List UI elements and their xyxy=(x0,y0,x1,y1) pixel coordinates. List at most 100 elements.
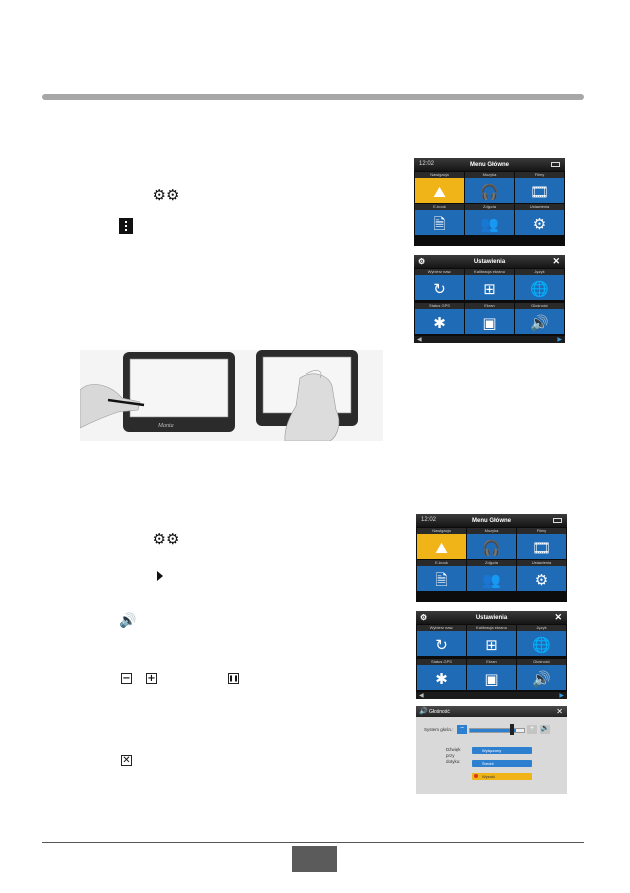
document-icon: 🗎 xyxy=(435,571,448,589)
speaker-icon: 🔊 xyxy=(119,613,137,629)
tile-label: E-book xyxy=(417,560,466,566)
screen-title: Menu Główne xyxy=(472,517,511,524)
tile-wybierz-naw[interactable]: Wybierz naw.↻ xyxy=(417,625,466,656)
tile-ebook[interactable]: E-book 🗎 xyxy=(417,560,466,591)
tile-label: Ustawienia xyxy=(517,560,566,566)
selected-radio-icon xyxy=(474,774,478,778)
titlebar: 12:02 Menu Główne xyxy=(416,514,567,527)
titlebar: 12:02 Menu Główne xyxy=(414,158,565,171)
tile-ekran[interactable]: Ekran ▣ xyxy=(467,658,516,690)
tile-label: Nawigacja xyxy=(417,528,466,534)
close-icon[interactable]: ✕ xyxy=(554,612,562,622)
page-scroller[interactable]: ◀ ▶ xyxy=(414,336,565,343)
tile-label: Filmy xyxy=(515,172,564,178)
screen-title: Ustawienia xyxy=(475,614,508,621)
tile-label: Kalibracja ekranu xyxy=(467,625,516,631)
calibration-icon: ⊞ xyxy=(485,636,498,654)
people-icon: 👥 xyxy=(482,571,501,589)
tile-ustawienia[interactable]: Ustawienia ⚙ xyxy=(517,560,566,591)
tile-zdjecia[interactable]: Zdjęcia 👥 xyxy=(467,560,516,591)
screen-icon: ▣ xyxy=(484,669,499,688)
calibration-icon: ⊞ xyxy=(483,280,496,298)
tile-kalibracja[interactable]: Kalibracja ekranu ⊞ xyxy=(465,269,514,300)
tile-label: Ustawienia xyxy=(515,204,564,210)
arrow-left-icon[interactable]: ◀ xyxy=(419,693,424,699)
screen-title: Ustawienia xyxy=(473,258,506,265)
settings-grid: Wybierz naw.↻ Kalibracja ekranu⊞ Język🌐 … xyxy=(414,268,565,336)
close-box-icon: ✕ xyxy=(121,754,132,766)
tile-label: Muzyka xyxy=(467,528,516,534)
tile-status-gps[interactable]: Status GPS✱ xyxy=(417,658,466,690)
satellite-icon: ✱ xyxy=(433,313,446,332)
tile-muzyka[interactable]: Muzyka🎧 xyxy=(467,528,516,559)
tile-jezyk[interactable]: Język 🌐 xyxy=(517,625,566,656)
arrow-right-icon[interactable]: ▶ xyxy=(559,693,564,699)
navigation-select-icon: ↻ xyxy=(433,280,446,298)
tile-ebook[interactable]: E-book🗎 xyxy=(415,204,464,235)
settings-screen-1: ⚙ Ustawienia ✕ Wybierz naw. ↻ Kalibracja … xyxy=(414,255,565,343)
gear-icon: ⚙ xyxy=(534,571,549,589)
menu-grid: Nawigacja ⛰ Muzyka🎧 Filmy🎞 E-book 🗎 Zdjęci… xyxy=(416,527,567,592)
tile-glosnosc[interactable]: Głośność🔊 xyxy=(517,658,566,690)
page-scroller[interactable]: ◀ ▶ xyxy=(416,692,567,699)
tile-label: Zdjęcia xyxy=(467,560,516,566)
tile-zdjecia[interactable]: Zdjęcia👥 xyxy=(465,204,514,235)
mute-button[interactable]: 🔈 xyxy=(540,725,550,734)
tile-kalibracja[interactable]: Kalibracja ekranu ⊞ xyxy=(467,625,516,656)
tile-glosnosc[interactable]: Głośność🔊 xyxy=(515,302,564,334)
navigation-icon: ⛰ xyxy=(433,183,446,201)
option-medium[interactable]: Średni xyxy=(472,760,532,767)
tile-label: Kalibracja ekranu xyxy=(465,269,514,275)
tile-label: Filmy xyxy=(517,528,566,534)
menu-grid: Nawigacja⛰ Muzyka🎧 Filmy🎞 E-book🗎 Zdjęci… xyxy=(414,171,565,236)
arrow-right-icon[interactable]: ▶ xyxy=(557,337,562,343)
tile-muzyka[interactable]: Muzyka🎧 xyxy=(465,172,514,203)
tile-label: Wybierz naw. xyxy=(415,269,464,275)
tile-ekran[interactable]: Ekran ▣ xyxy=(465,302,514,334)
device-photo: Manta xyxy=(80,350,383,441)
option-high[interactable]: Wysoki xyxy=(472,773,532,780)
device-brand-text: Manta xyxy=(157,423,174,429)
stylus-and-finger-illustration: Manta xyxy=(80,350,358,441)
top-rule xyxy=(42,94,584,100)
tile-filmy[interactable]: Filmy🎞 xyxy=(517,528,566,559)
gear-icon: ⚙ xyxy=(532,215,547,233)
main-menu-screen-1: 12:02 Menu Główne Nawigacja⛰ Muzyka🎧 Fil… xyxy=(414,158,565,246)
arrow-left-icon[interactable]: ◀ xyxy=(417,337,422,343)
settings-screen-2: ⚙ Ustawienia ✕ Wybierz naw.↻ Kalibracja … xyxy=(416,611,567,699)
battery-icon xyxy=(553,518,562,523)
option-label: Średni xyxy=(482,761,494,766)
tile-label: Ekran xyxy=(467,658,516,665)
volume-slider-fill xyxy=(470,729,516,732)
tile-label: Głośność xyxy=(515,302,564,309)
close-icon[interactable]: ✕ xyxy=(556,707,563,716)
option-off[interactable]: Wyłączony xyxy=(472,747,532,754)
tile-filmy[interactable]: Filmy🎞 xyxy=(515,172,564,203)
close-icon[interactable]: ✕ xyxy=(552,256,560,266)
clock: 12:02 xyxy=(421,517,437,523)
tile-label: E-book xyxy=(415,204,464,210)
people-icon: 👥 xyxy=(480,215,499,233)
tile-nawigacja[interactable]: Nawigacja ⛰ xyxy=(417,528,466,559)
tile-label: Muzyka xyxy=(465,172,514,178)
main-menu-screen-2: 12:02 Menu Główne Nawigacja ⛰ Muzyka🎧 Fil… xyxy=(416,514,567,602)
titlebar: ⚙ Ustawienia ✕ xyxy=(414,255,565,268)
tile-label: Język xyxy=(515,269,564,275)
volume-slider-handle[interactable] xyxy=(510,724,514,735)
navigation-icon: ⛰ xyxy=(435,539,448,557)
tile-jezyk[interactable]: Język🌐 xyxy=(515,269,564,300)
tile-label: Język xyxy=(517,625,566,631)
volume-plus-button[interactable]: + xyxy=(527,725,537,734)
volume-slider[interactable] xyxy=(469,728,525,733)
screen-icon: ▣ xyxy=(482,313,497,332)
tile-wybierz-naw[interactable]: Wybierz naw. ↻ xyxy=(415,269,464,300)
volume-minus-button[interactable]: − xyxy=(457,725,467,734)
gear-icon: ⚙ xyxy=(418,257,426,266)
tile-nawigacja[interactable]: Nawigacja⛰ xyxy=(415,172,464,203)
option-label: Wyłączony xyxy=(482,748,502,753)
tile-ustawienia[interactable]: Ustawienia ⚙ xyxy=(515,204,564,235)
tile-status-gps[interactable]: Status GPS✱ xyxy=(415,302,464,334)
tile-label: Ekran xyxy=(465,302,514,309)
globe-icon: 🌐 xyxy=(532,636,551,654)
arrow-right-icon xyxy=(157,571,163,581)
